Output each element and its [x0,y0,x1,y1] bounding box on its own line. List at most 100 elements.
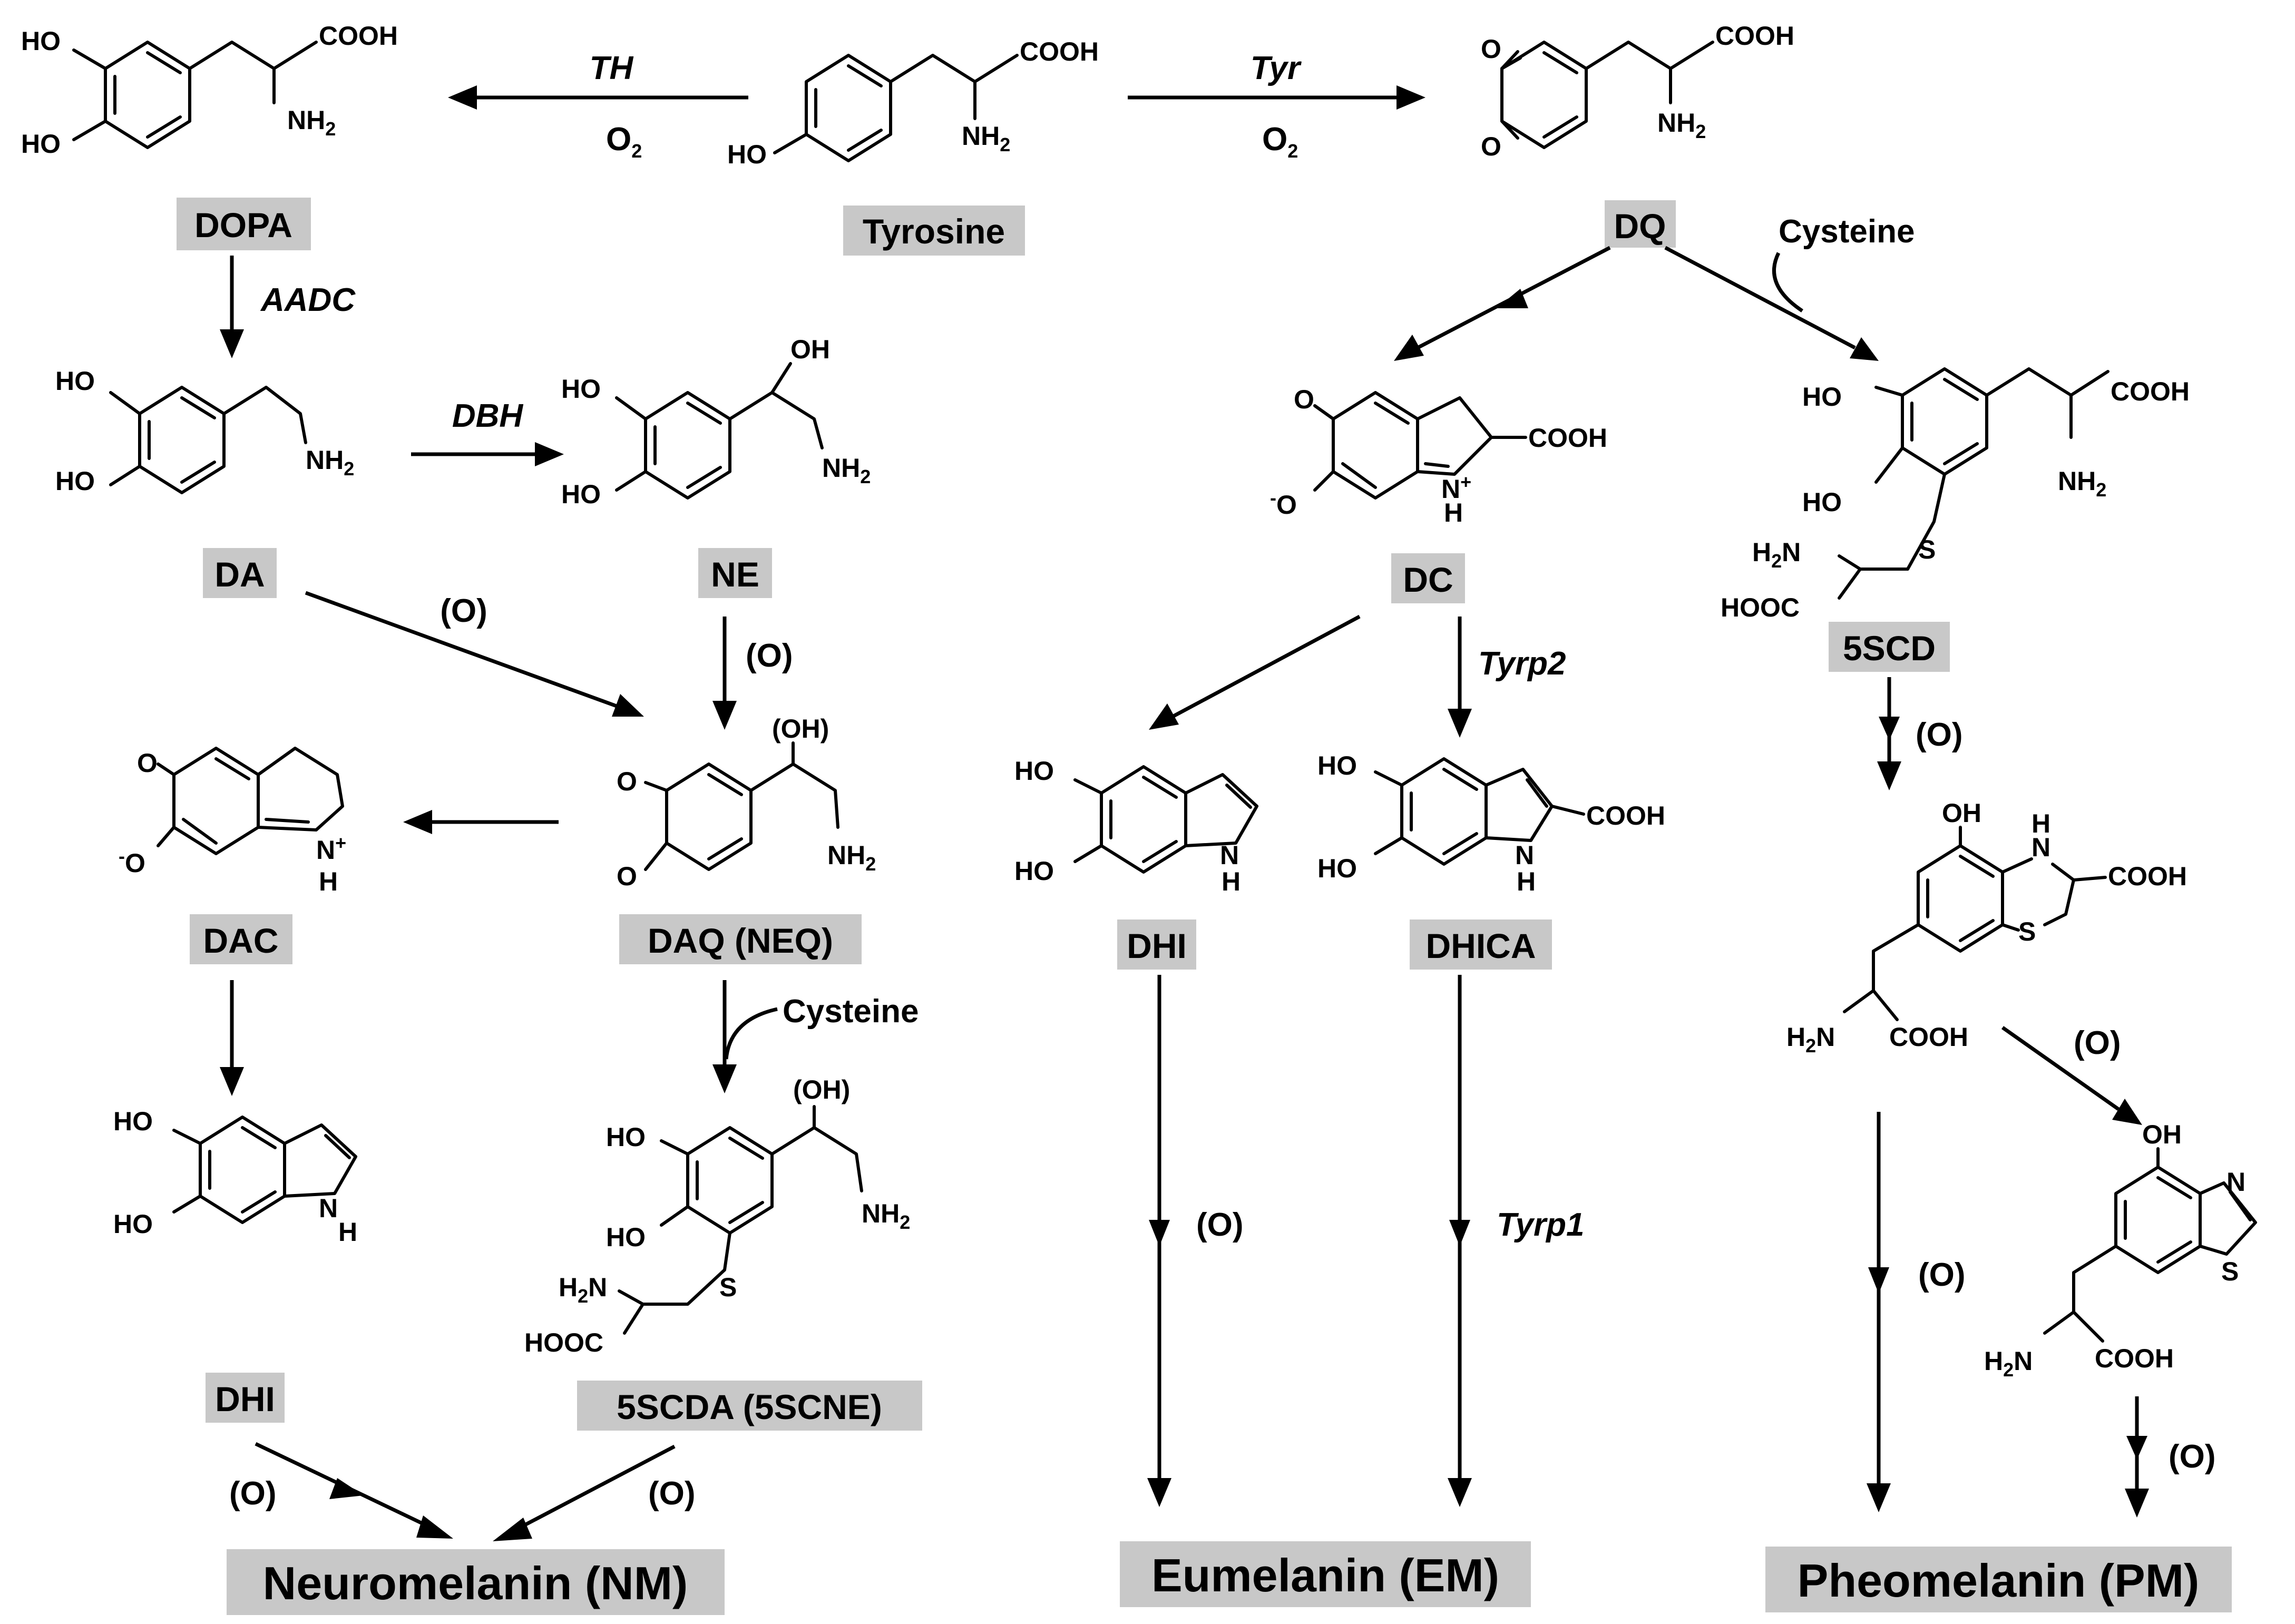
daq-carbonyl [644,842,668,871]
tyrosine-ring [805,54,892,162]
dac-double-bond [214,757,250,780]
dq-carbonyl [1500,120,1519,140]
5scda-ring [686,1126,774,1235]
5scda-label: 5SCDA (5SCNE) [617,1387,882,1426]
dc-oxygen: O [1294,385,1314,414]
dq-label: DQ [1614,207,1666,246]
daq-double-bond [707,773,743,796]
tyrosine-label-bg [843,206,1025,256]
cysteine-curve-daq [724,1007,778,1060]
dhica-pyrrole-double [1526,778,1548,808]
benzothiazole-n: N [2226,1167,2245,1197]
dhica-oh-bond [1374,836,1403,855]
dq-oxygen: O [1481,132,1501,161]
dopa-oh-bond [72,48,107,70]
da-label: DA [214,555,265,594]
daq-side-chain [749,762,839,829]
tyrosine-ho: HO [727,140,767,169]
5scd-nh2: NH2 [2058,466,2106,501]
midhead-thiazine-to-pm [1868,1267,1889,1294]
h-text: H [1752,537,1771,567]
daq-nh2: NH2 [827,840,876,875]
dac-structure: O -O N+ H [119,747,346,896]
plus-sign: + [1460,471,1471,493]
dhi-nm-label: DHI [215,1380,275,1418]
5scd-ring [1901,367,1988,476]
th-enzyme-label: TH [590,50,634,86]
sub-2: 2 [1805,1035,1816,1056]
benzothiazole-thiazole [2199,1181,2257,1256]
neuromelanin-label-bg [227,1549,725,1615]
h-text: H [1984,1346,2003,1376]
dc-double-bond [1374,402,1410,425]
aadc-enzyme-label: AADC [260,282,356,318]
dhi-em-label-bg [1117,919,1196,970]
n-text: N [1441,474,1460,504]
eumelanin-label-bg [1120,1541,1531,1607]
dc-imine-bond [1424,462,1450,468]
dc-ring [1332,391,1419,500]
dc-double-bond [1341,462,1377,489]
5scda-optional-oh: (OH) [793,1075,850,1104]
da-side-chain [222,386,307,444]
dhi-em-ring [1100,765,1187,874]
nh-text: NH [2058,466,2096,496]
benzothiazole-oxidation-label: (O) [2169,1439,2216,1475]
pheomelanin-label: Pheomelanin (PM) [1798,1554,2200,1607]
dbh-enzyme-label: DBH [452,398,524,434]
dac-five-ring [257,747,344,831]
dc-cooh: COOH [1528,423,1607,453]
arrowhead-dhi-to-em [1147,1478,1171,1507]
dac-oxide: -O [119,845,145,878]
sub-2: 2 [2003,1359,2014,1381]
dc-h: H [1444,498,1463,527]
arrowhead-ne-to-daq [712,701,737,730]
n-text: N [2014,1346,2033,1376]
dhica-cooh-bond [1550,805,1585,816]
minus-sign: - [119,845,125,867]
da-nh2: NH2 [306,445,354,480]
ne-oh-bond [770,362,792,394]
5scda-to-nm-oxidation-label: (O) [648,1475,696,1512]
benzothiazine-ring2 [2043,863,2075,926]
midhead-benzothiazole-to-pm [2126,1436,2147,1460]
benzothiazine-nh-bond [2001,857,2033,874]
dhi-nm-double-bond [241,1190,277,1214]
benzothiazole-side-cooh [2072,1310,2104,1343]
5scd-double-bond [1943,378,1979,401]
dq-double-bond [1542,51,1578,74]
o2-letter: O [1262,121,1287,158]
ne-ho: HO [561,374,601,404]
dhica-h: H [1517,867,1536,896]
5scd-h2n: H2N [1752,537,1801,572]
dopa-nh2: NH2 [287,105,336,140]
5scda-double-bond [728,1201,764,1224]
reaction-annotations: TH O2 Tyr O2 AADC DBH (O) (O) Cysteine T… [229,50,2216,1512]
benzothiazole-side-chain [2043,1245,2117,1335]
o2-subscript: 2 [1287,140,1298,162]
5scd-oh-bond [1874,386,1904,397]
nh-text: NH [822,453,860,483]
nh-text: NH [287,105,325,135]
arrowhead-thiazine-to-pm [1867,1483,1891,1512]
dhi-nm-pyrrole [283,1123,357,1198]
sub-2: 2 [1771,550,1782,572]
5scda-ho-bond [660,1139,689,1156]
ne-oh: OH [790,335,830,364]
tyrosine-label: Tyrosine [863,212,1005,251]
midhead-dhi-to-nm [329,1478,364,1499]
dq-ring [1500,41,1588,149]
arrowhead-dq-to-dc [1394,335,1424,361]
dc-label: DC [1403,560,1453,599]
dhi-em-pyrrole [1184,773,1258,847]
daq-ring [665,762,753,871]
n-text: N [1782,537,1801,567]
da-oxidation-label: (O) [440,593,487,629]
label-backgrounds [177,198,2232,1615]
dhi-em-oh-bond [1073,844,1103,863]
dac-double-bond [182,818,218,845]
dq-carbonyl [1500,50,1519,70]
nh-text: NH [962,121,1000,151]
arrowhead-5scd-to-thiazine [1877,761,1901,790]
dq-structure: O O COOH NH2 [1481,21,1794,161]
